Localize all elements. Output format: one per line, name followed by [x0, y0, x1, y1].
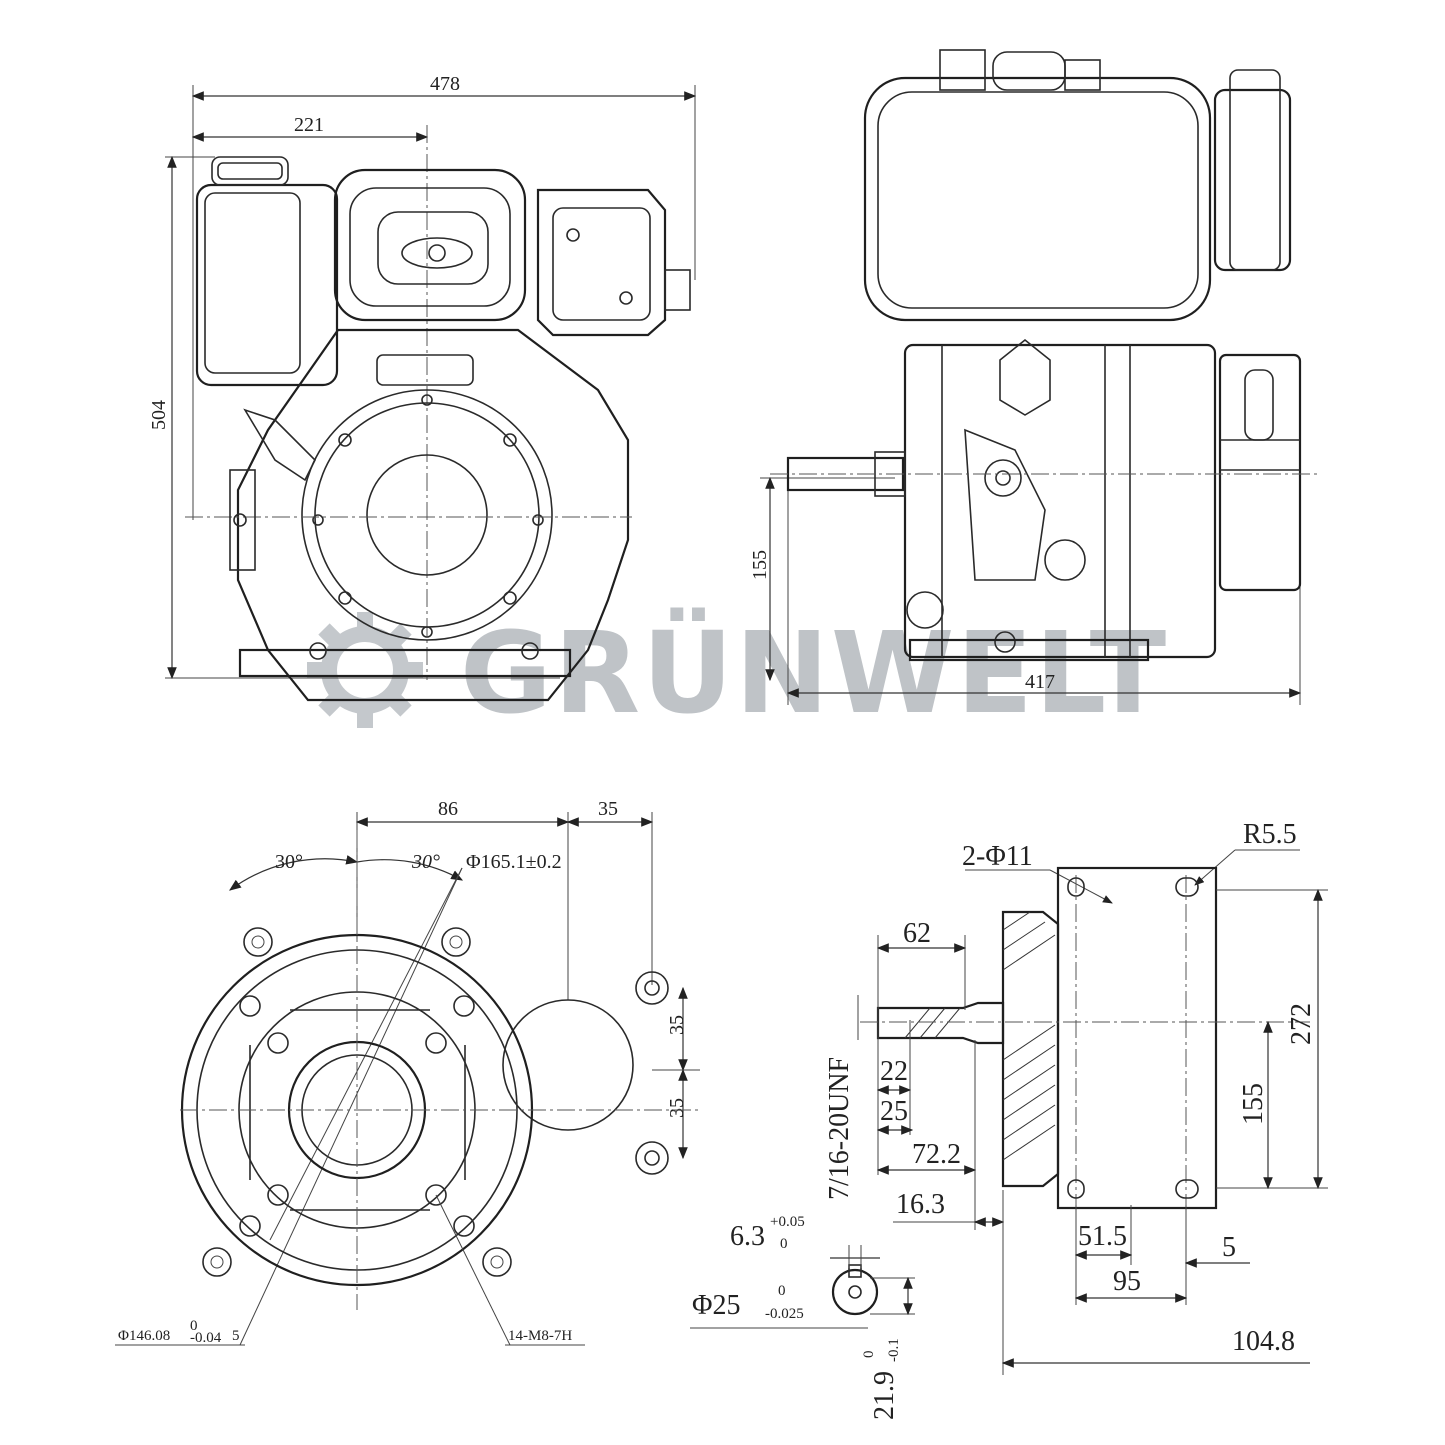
side-view: 155 417: [749, 49, 1320, 705]
dim-35-right-upper-label: 35: [666, 1015, 688, 1035]
thread-label: 7/16-20UNF: [824, 1057, 855, 1200]
dim-272-label: 272: [1286, 1003, 1317, 1045]
key-tol-bottom: 0: [780, 1236, 788, 1252]
shaft-view: 2-Φ11 R5.5: [824, 819, 1328, 1375]
dim-35-top-label: 35: [598, 798, 618, 820]
key-depth-label: 21.9: [869, 1371, 900, 1420]
dim-417-label: 417: [1025, 671, 1055, 693]
dim-16-3-label: 16.3: [896, 1189, 945, 1220]
shaft-diameter-label: Φ25: [692, 1290, 740, 1321]
dim-221-label: 221: [294, 114, 324, 136]
dim-478-label: 478: [430, 73, 460, 95]
depth-tol-bottom: -0.1: [886, 1338, 902, 1362]
key-tol-top: +0.05: [770, 1214, 805, 1230]
dim-62-label: 62: [903, 918, 931, 949]
dim-35-right-lower-label: 35: [666, 1098, 688, 1118]
front-view: 478 221 504: [148, 73, 697, 702]
key-width-label: 6.3: [730, 1221, 765, 1252]
pilot-diameter-label: Φ146.08: [118, 1328, 170, 1344]
dim-5-label: 5: [1222, 1232, 1236, 1263]
angle-right-label: 30°: [411, 851, 440, 873]
flange-bolt-holes: [202, 927, 512, 1277]
flange-view: 86 35 30° 30° Φ165.1±0.2 35 35: [115, 798, 700, 1346]
section-hatch: [1002, 911, 1056, 1161]
pilot-depth-label: 5: [232, 1328, 240, 1344]
depth-tol-top: 0: [861, 1351, 877, 1359]
radius-label: R5.5: [1243, 819, 1297, 850]
dim-104-8-label: 104.8: [1232, 1326, 1295, 1357]
pilot-tol-bottom: -0.04: [190, 1330, 222, 1346]
pilot-tol-top: 0: [190, 1318, 198, 1334]
pcd-label: Φ165.1±0.2: [466, 851, 562, 873]
dim-95-label: 95: [1113, 1266, 1141, 1297]
watermark: GRÜNWELT: [307, 608, 1168, 739]
shaft-tol-top: 0: [778, 1283, 786, 1299]
dim-86-label: 86: [438, 798, 458, 820]
dim-155-side-label: 155: [749, 550, 771, 580]
angle-left-label: 30°: [275, 851, 303, 873]
dim-51-5-label: 51.5: [1078, 1221, 1127, 1252]
holes-2-label: 2-Φ11: [962, 841, 1033, 872]
dim-155-shaft-label: 155: [1238, 1083, 1269, 1125]
holes-label: 14-M8-7H: [508, 1328, 572, 1344]
dim-504-label: 504: [148, 400, 170, 430]
watermark-text: GRÜNWELT: [460, 608, 1168, 739]
key-detail: 6.3 +0.05 0 Φ25 0 -0.025 21.9 0 -0.1: [690, 1214, 915, 1420]
shaft-tol-bottom: -0.025: [765, 1306, 804, 1322]
dim-72-2-label: 72.2: [912, 1139, 961, 1170]
dim-22-label: 22: [880, 1056, 908, 1087]
dim-25-label: 25: [880, 1096, 908, 1127]
gear-icon: [307, 612, 423, 728]
